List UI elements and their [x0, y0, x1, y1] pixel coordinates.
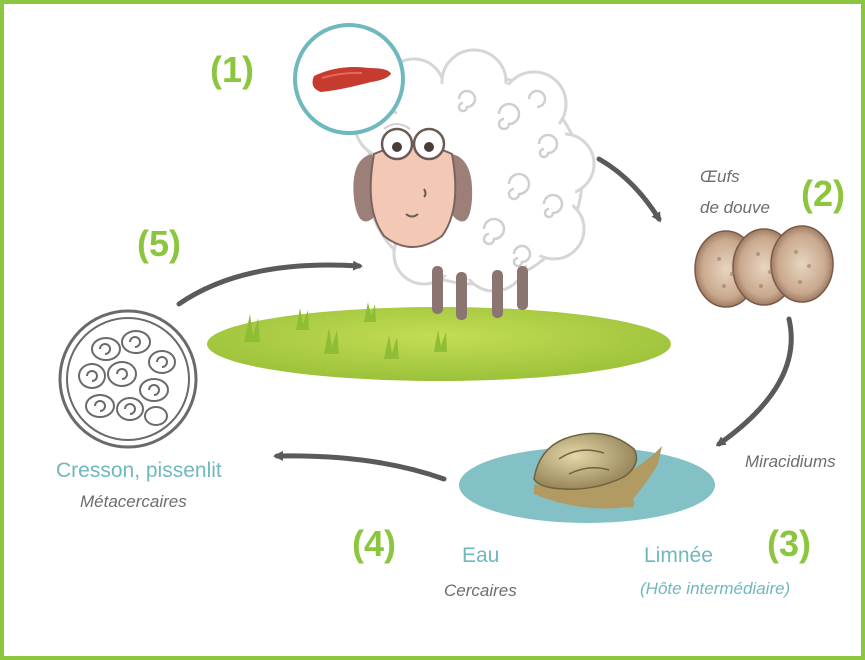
water-label: Eau	[462, 544, 499, 568]
metacercariae-label: Métacercaires	[80, 492, 187, 512]
diagram-art	[4, 4, 865, 660]
eggs-label-line2: de douve	[700, 198, 770, 218]
metacercariae-cyst-icon	[60, 311, 196, 447]
arrow-sheep-to-eggs	[599, 159, 659, 219]
arrow-plants-to-sheep	[179, 265, 359, 304]
step-5-label: (5)	[137, 226, 181, 262]
snail-label: Limnée	[644, 544, 713, 568]
step-4-label: (4)	[352, 526, 396, 562]
miracidia-label: Miracidiums	[745, 452, 836, 472]
fluke-eggs-icon	[695, 226, 833, 307]
snail-host-label: (Hôte intermédiaire)	[640, 579, 790, 599]
arrow-pond-to-plants	[277, 456, 444, 479]
cercariae-label: Cercaires	[444, 581, 517, 601]
step-1-label: (1)	[210, 52, 254, 88]
arrow-eggs-to-snail	[719, 319, 791, 444]
step-2-label: (2)	[801, 176, 845, 212]
eggs-label-line1: Œufs	[700, 167, 740, 187]
liver-fluke-icon	[295, 25, 403, 133]
step-3-label: (3)	[767, 526, 811, 562]
plants-label: Cresson, pissenlit	[56, 459, 222, 483]
